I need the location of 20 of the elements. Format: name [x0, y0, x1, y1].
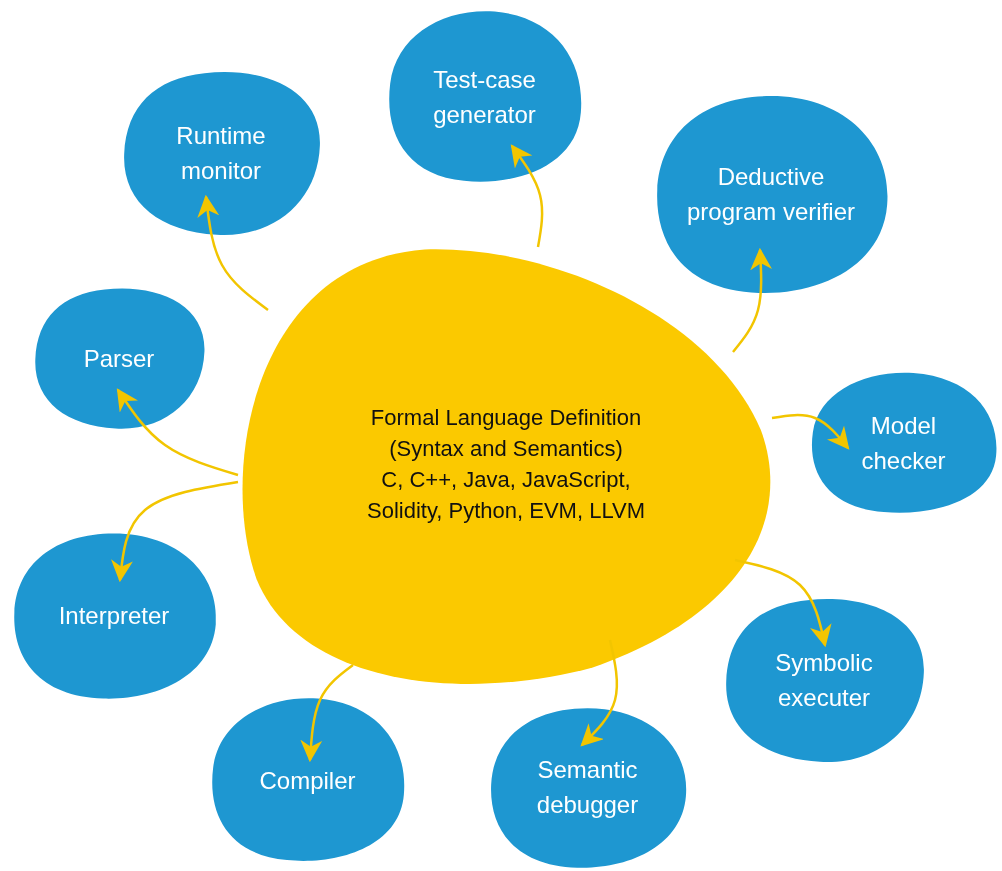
tool-label: Model checker [860, 411, 947, 476]
arrow [732, 247, 773, 353]
arrow [580, 639, 619, 747]
arrow [111, 480, 239, 583]
arrow [734, 558, 832, 648]
arrow [510, 144, 544, 248]
tool-label: Semantic debugger [535, 755, 640, 820]
tool-label: Parser [83, 343, 155, 374]
tool-label: Deductive program verifier [685, 161, 856, 227]
arrow [116, 388, 239, 477]
tool-label: Runtime monitor [175, 121, 267, 186]
tool-label: Interpreter [58, 600, 170, 631]
arrow [771, 413, 850, 450]
arrow [300, 664, 354, 763]
tool-label: Compiler [259, 765, 356, 796]
hub-title: Formal Language Definition (Syntax and Semantics) [369, 404, 643, 464]
language-list: C, C++, Java, JavaScript, Solidity, Python, EVM, LLVM [343, 465, 669, 527]
tool-label: Symbolic executer [774, 648, 874, 713]
arrow [197, 194, 269, 311]
tool-label: Test-case generator [432, 65, 537, 130]
